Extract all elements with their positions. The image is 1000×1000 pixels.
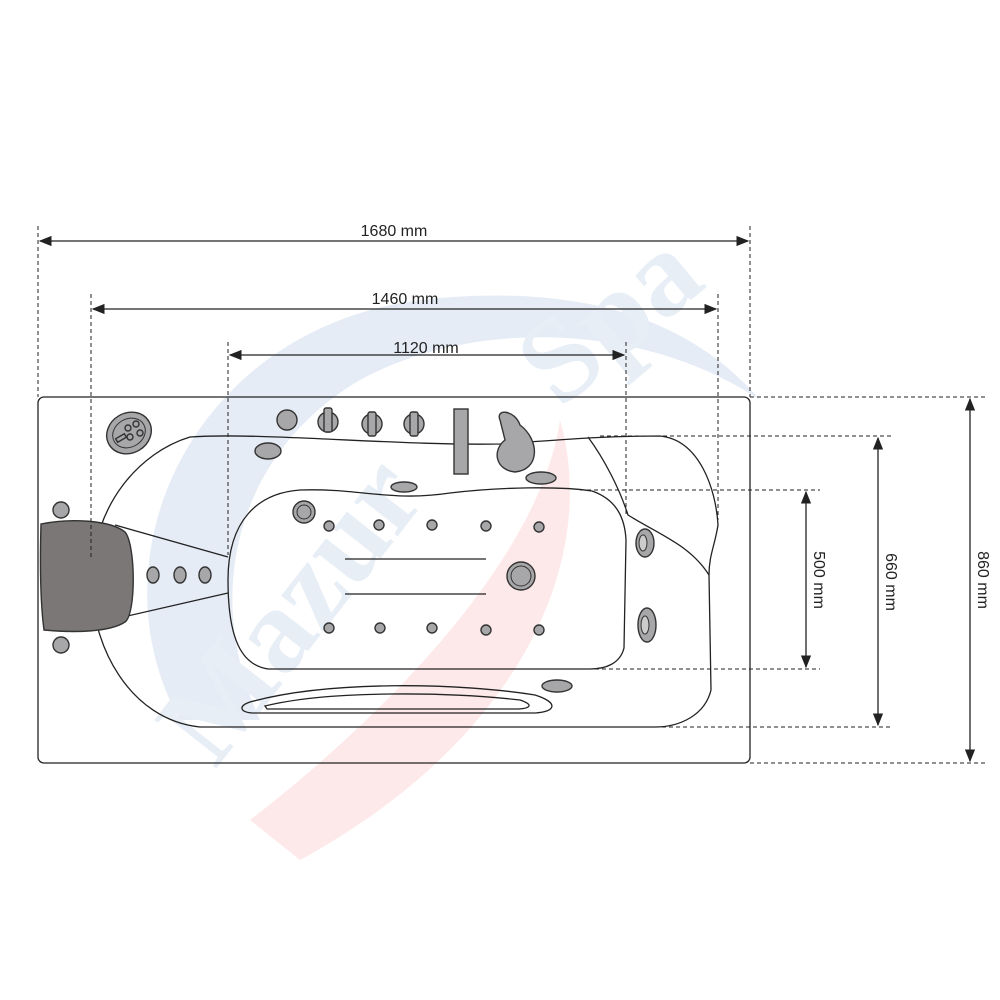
faucet-spout-icon [453, 408, 469, 475]
side-seat-outline [587, 436, 710, 576]
svg-text:Spa: Spa [491, 204, 725, 430]
dim-label-overall-length: 1680 mm [361, 223, 428, 240]
tub-basin-outline [227, 487, 627, 670]
valve-knob-icon [361, 411, 383, 437]
valve-knob-icon [403, 411, 425, 437]
air-button-icon [276, 409, 298, 431]
dim-label-overall-width: 860 mm [974, 551, 991, 609]
dim-label-rim-length: 1460 mm [372, 291, 439, 308]
tub-outer-outline [37, 396, 751, 764]
watermark-logo: Mazur Spa [131, 204, 761, 860]
valve-knob-icon [317, 407, 339, 433]
grab-handle [241, 685, 553, 714]
jets [146, 500, 657, 643]
control-panel-icon [106, 411, 152, 455]
overflow-cap-icon [254, 442, 282, 460]
dim-label-basin-length: 1120 mm [393, 340, 459, 357]
extension-lines [37, 226, 988, 764]
dim-label-rim-width: 660 mm [882, 553, 899, 611]
dim-label-basin-width: 500 mm [810, 551, 827, 609]
neck-wedge-line [114, 524, 229, 558]
headrest-pillow [39, 501, 134, 654]
drain-icon [390, 481, 418, 493]
drain-cap-icon [525, 471, 557, 485]
hand-shower-icon [496, 411, 536, 473]
drain-icon [541, 679, 573, 693]
